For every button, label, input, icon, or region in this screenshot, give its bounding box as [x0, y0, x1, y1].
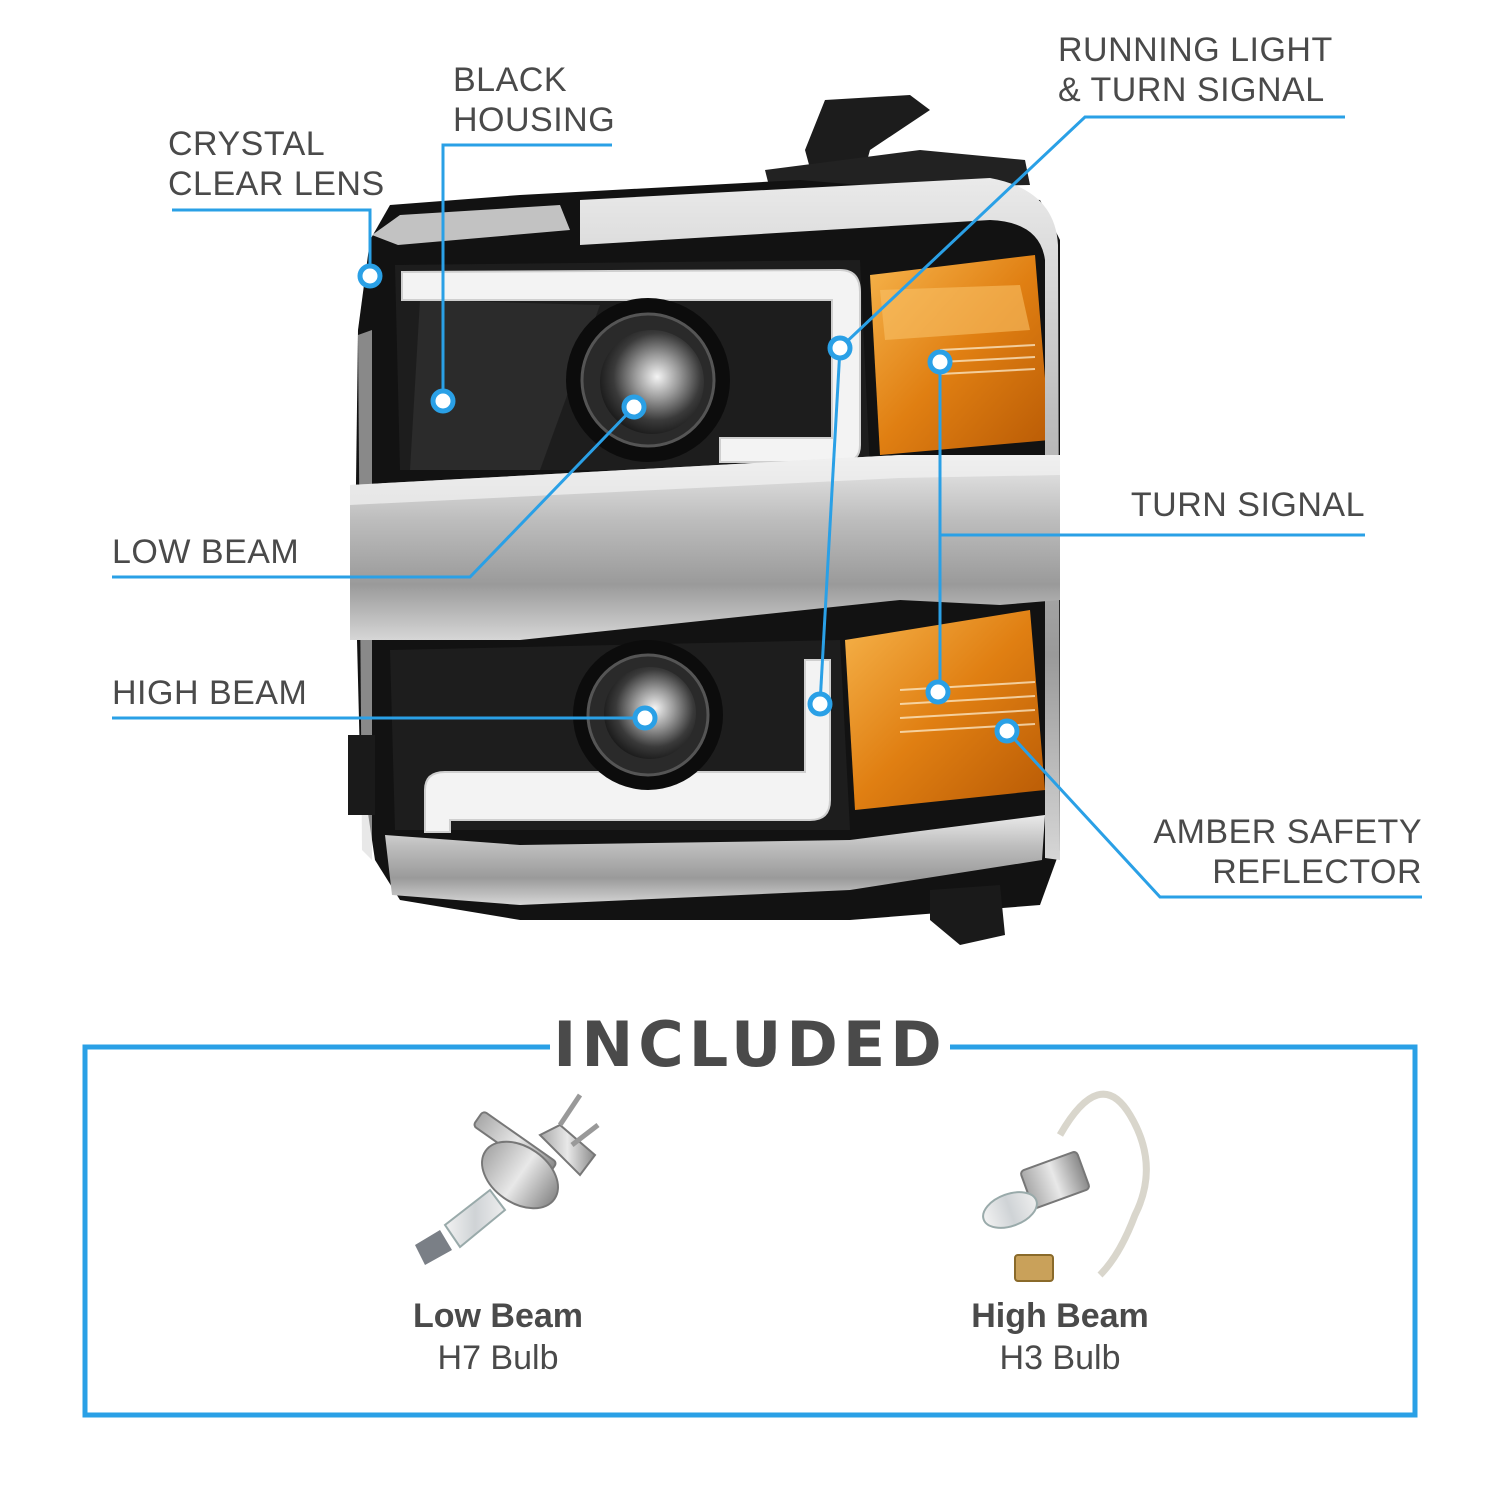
h3-bulb-icon	[982, 1090, 1150, 1282]
headlight-unit	[348, 95, 1060, 945]
high-beam-bulb-caption: High Beam H3 Bulb	[971, 1297, 1149, 1377]
callout-low-beam: LOW BEAM	[112, 533, 300, 571]
callout-running-light: RUNNING LIGHT & TURN SIGNAL	[1058, 31, 1333, 109]
callout-dots	[357, 263, 1020, 744]
callout-amber-safety-reflector: AMBER SAFETY REFLECTOR	[1153, 813, 1422, 891]
included-title: INCLUDED	[550, 1005, 950, 1085]
callout-crystal-clear-lens: CRYSTAL CLEAR LENS	[168, 125, 385, 203]
low-beam-bulb-caption: Low Beam H7 Bulb	[412, 1297, 584, 1377]
h7-bulb-icon	[415, 1093, 600, 1265]
callout-lines	[112, 115, 1422, 899]
callout-turn-signal: TURN SIGNAL	[1130, 486, 1365, 524]
callout-black-housing: BLACK HOUSING	[453, 61, 616, 139]
callout-high-beam: HIGH BEAM	[112, 674, 308, 712]
